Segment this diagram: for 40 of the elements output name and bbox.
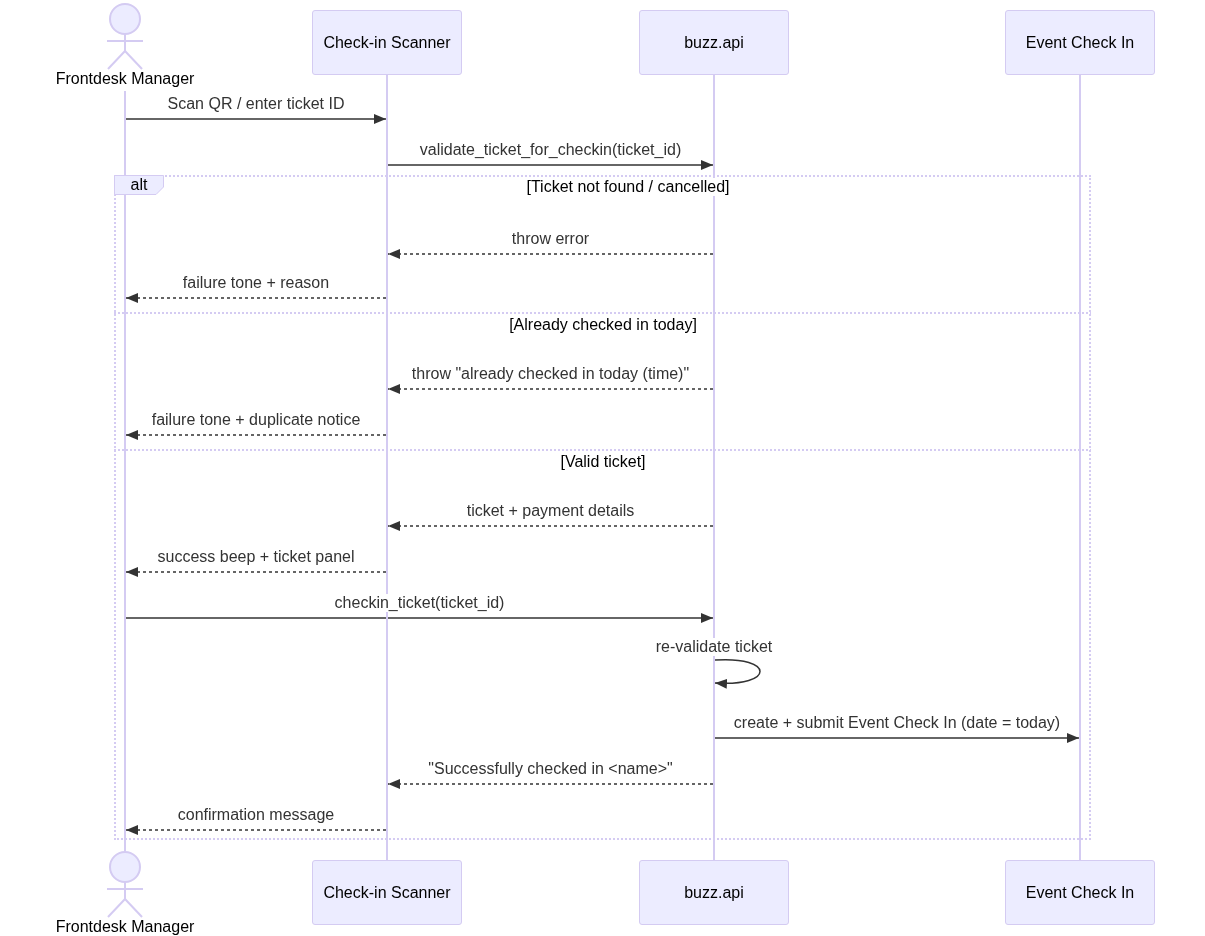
- participant-box: buzz.api: [639, 10, 789, 75]
- message-label: ticket + payment details: [464, 502, 637, 520]
- message-label: checkin_ticket(ticket_id): [332, 594, 507, 612]
- arrow: [125, 114, 387, 124]
- guard-condition: [Ticket not found / cancelled]: [524, 178, 732, 196]
- participant-box: Event Check In: [1005, 10, 1155, 75]
- participant-box: Check-in Scanner: [312, 10, 462, 75]
- fragment-operator-tab: alt: [114, 175, 164, 195]
- message-label: "Successfully checked in <name>": [426, 760, 675, 778]
- dashed-arrow: [125, 430, 387, 440]
- self-loop-arrow: [714, 658, 761, 689]
- participant-box: buzz.api: [639, 860, 789, 925]
- message-label: validate_ticket_for_checkin(ticket_id): [417, 141, 684, 159]
- dashed-arrow: [125, 825, 387, 835]
- dashed-arrow: [387, 521, 714, 531]
- lifeline: [1079, 75, 1081, 860]
- dashed-arrow: [387, 384, 714, 394]
- participant-box: Event Check In: [1005, 860, 1155, 925]
- guard-condition: [Valid ticket]: [558, 453, 648, 471]
- lifeline: [713, 75, 715, 860]
- message-label: success beep + ticket panel: [155, 548, 357, 566]
- message-label: throw "already checked in today (time)": [409, 365, 692, 383]
- lifeline: [386, 75, 388, 860]
- dashed-arrow: [125, 567, 387, 577]
- message-label: confirmation message: [175, 806, 337, 824]
- guard-condition: [Already checked in today]: [507, 316, 699, 334]
- message-label: Scan QR / enter ticket ID: [165, 95, 347, 113]
- message-label: failure tone + duplicate notice: [149, 411, 363, 429]
- dashed-arrow: [387, 249, 714, 259]
- message-label: re-validate ticket: [653, 638, 775, 656]
- actor-label: Frontdesk Manager: [55, 918, 195, 936]
- dashed-arrow: [387, 779, 714, 789]
- message-label: create + submit Event Check In (date = today): [731, 714, 1063, 732]
- arrow: [387, 160, 714, 170]
- participant-box: Check-in Scanner: [312, 860, 462, 925]
- arrow: [714, 733, 1080, 743]
- lifeline: [124, 91, 126, 851]
- arrow: [125, 613, 714, 623]
- dashed-arrow: [125, 293, 387, 303]
- actor-label: Frontdesk Manager: [55, 70, 195, 88]
